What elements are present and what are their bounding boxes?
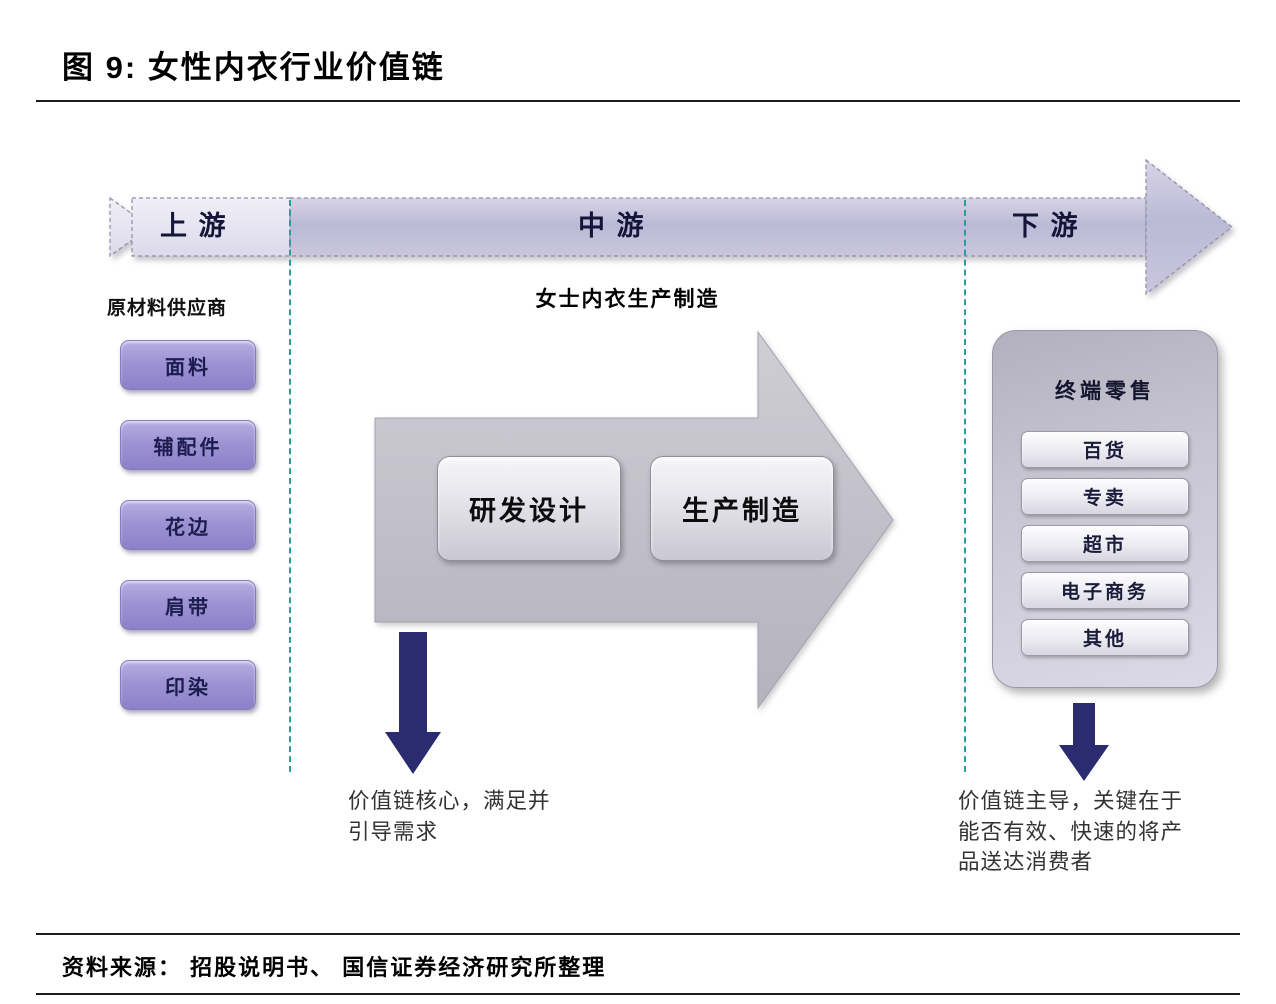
band-upstream-segment: [131, 197, 291, 257]
channel-other: 其他: [1021, 619, 1189, 656]
figure-title: 图 9: 女性内衣行业价值链: [62, 50, 445, 85]
band-label-midstream: 中 游: [578, 211, 646, 241]
retail-panel-title: 终端零售: [1055, 380, 1155, 403]
divider-upstream-midstream: [289, 200, 291, 772]
material-lace: 花边: [120, 500, 256, 550]
channel-ecommerce: 电子商务: [1021, 572, 1189, 609]
source-top-divider: [36, 933, 1240, 935]
down-arrow-icon: [385, 632, 441, 774]
divider-midstream-downstream: [964, 200, 966, 772]
material-straps: 肩带: [120, 580, 256, 630]
downstream-note-line: 能否有效、快速的将产: [958, 819, 1184, 844]
band-main-segment: [289, 197, 1147, 257]
downstream-note: 价值链主导，关键在于 能否有效、快速的将产 品送达消费者: [958, 786, 1230, 878]
channel-supermarket: 超市: [1021, 525, 1189, 562]
down-arrow-icon: [1059, 703, 1109, 781]
band-right-arrowhead-icon: [1145, 158, 1233, 296]
downstream-note-line: 价值链主导，关键在于: [958, 789, 1184, 813]
midstream-note-line: 引导需求: [348, 819, 439, 844]
band-label-upstream: 上 游: [160, 211, 228, 241]
upstream-items: 面料 辅配件 花边 肩带 印染: [120, 340, 256, 710]
source-line: 资料来源： 招股说明书、 国信证券经济研究所整理: [62, 955, 607, 980]
band-label-downstream: 下 游: [1012, 211, 1080, 241]
retail-panel: 终端零售 百货 专卖 超市 电子商务 其他: [992, 330, 1218, 688]
step-rd-design: 研发设计: [437, 456, 621, 561]
value-chain-arrow-band: [109, 158, 1233, 296]
channel-department-store: 百货: [1021, 431, 1189, 468]
band-start-arrowhead-icon: [109, 196, 152, 258]
material-fabric: 面料: [120, 340, 256, 390]
midstream-note: 价值链核心，满足并 引导需求: [348, 786, 648, 847]
bottom-divider: [36, 993, 1240, 995]
material-printing-dyeing: 印染: [120, 660, 256, 710]
midstream-header: 女士内衣生产制造: [535, 288, 720, 311]
downstream-note-line: 品送达消费者: [958, 850, 1094, 875]
midstream-note-line: 价值链核心，满足并: [348, 789, 551, 813]
step-manufacturing: 生产制造: [650, 456, 834, 561]
top-divider: [36, 100, 1240, 102]
upstream-header: 原材料供应商: [107, 298, 228, 319]
channel-specialty-store: 专卖: [1021, 478, 1189, 515]
process-arrow: [374, 330, 894, 710]
material-accessories: 辅配件: [120, 420, 256, 470]
retail-channels: 百货 专卖 超市 电子商务 其他: [993, 431, 1217, 656]
